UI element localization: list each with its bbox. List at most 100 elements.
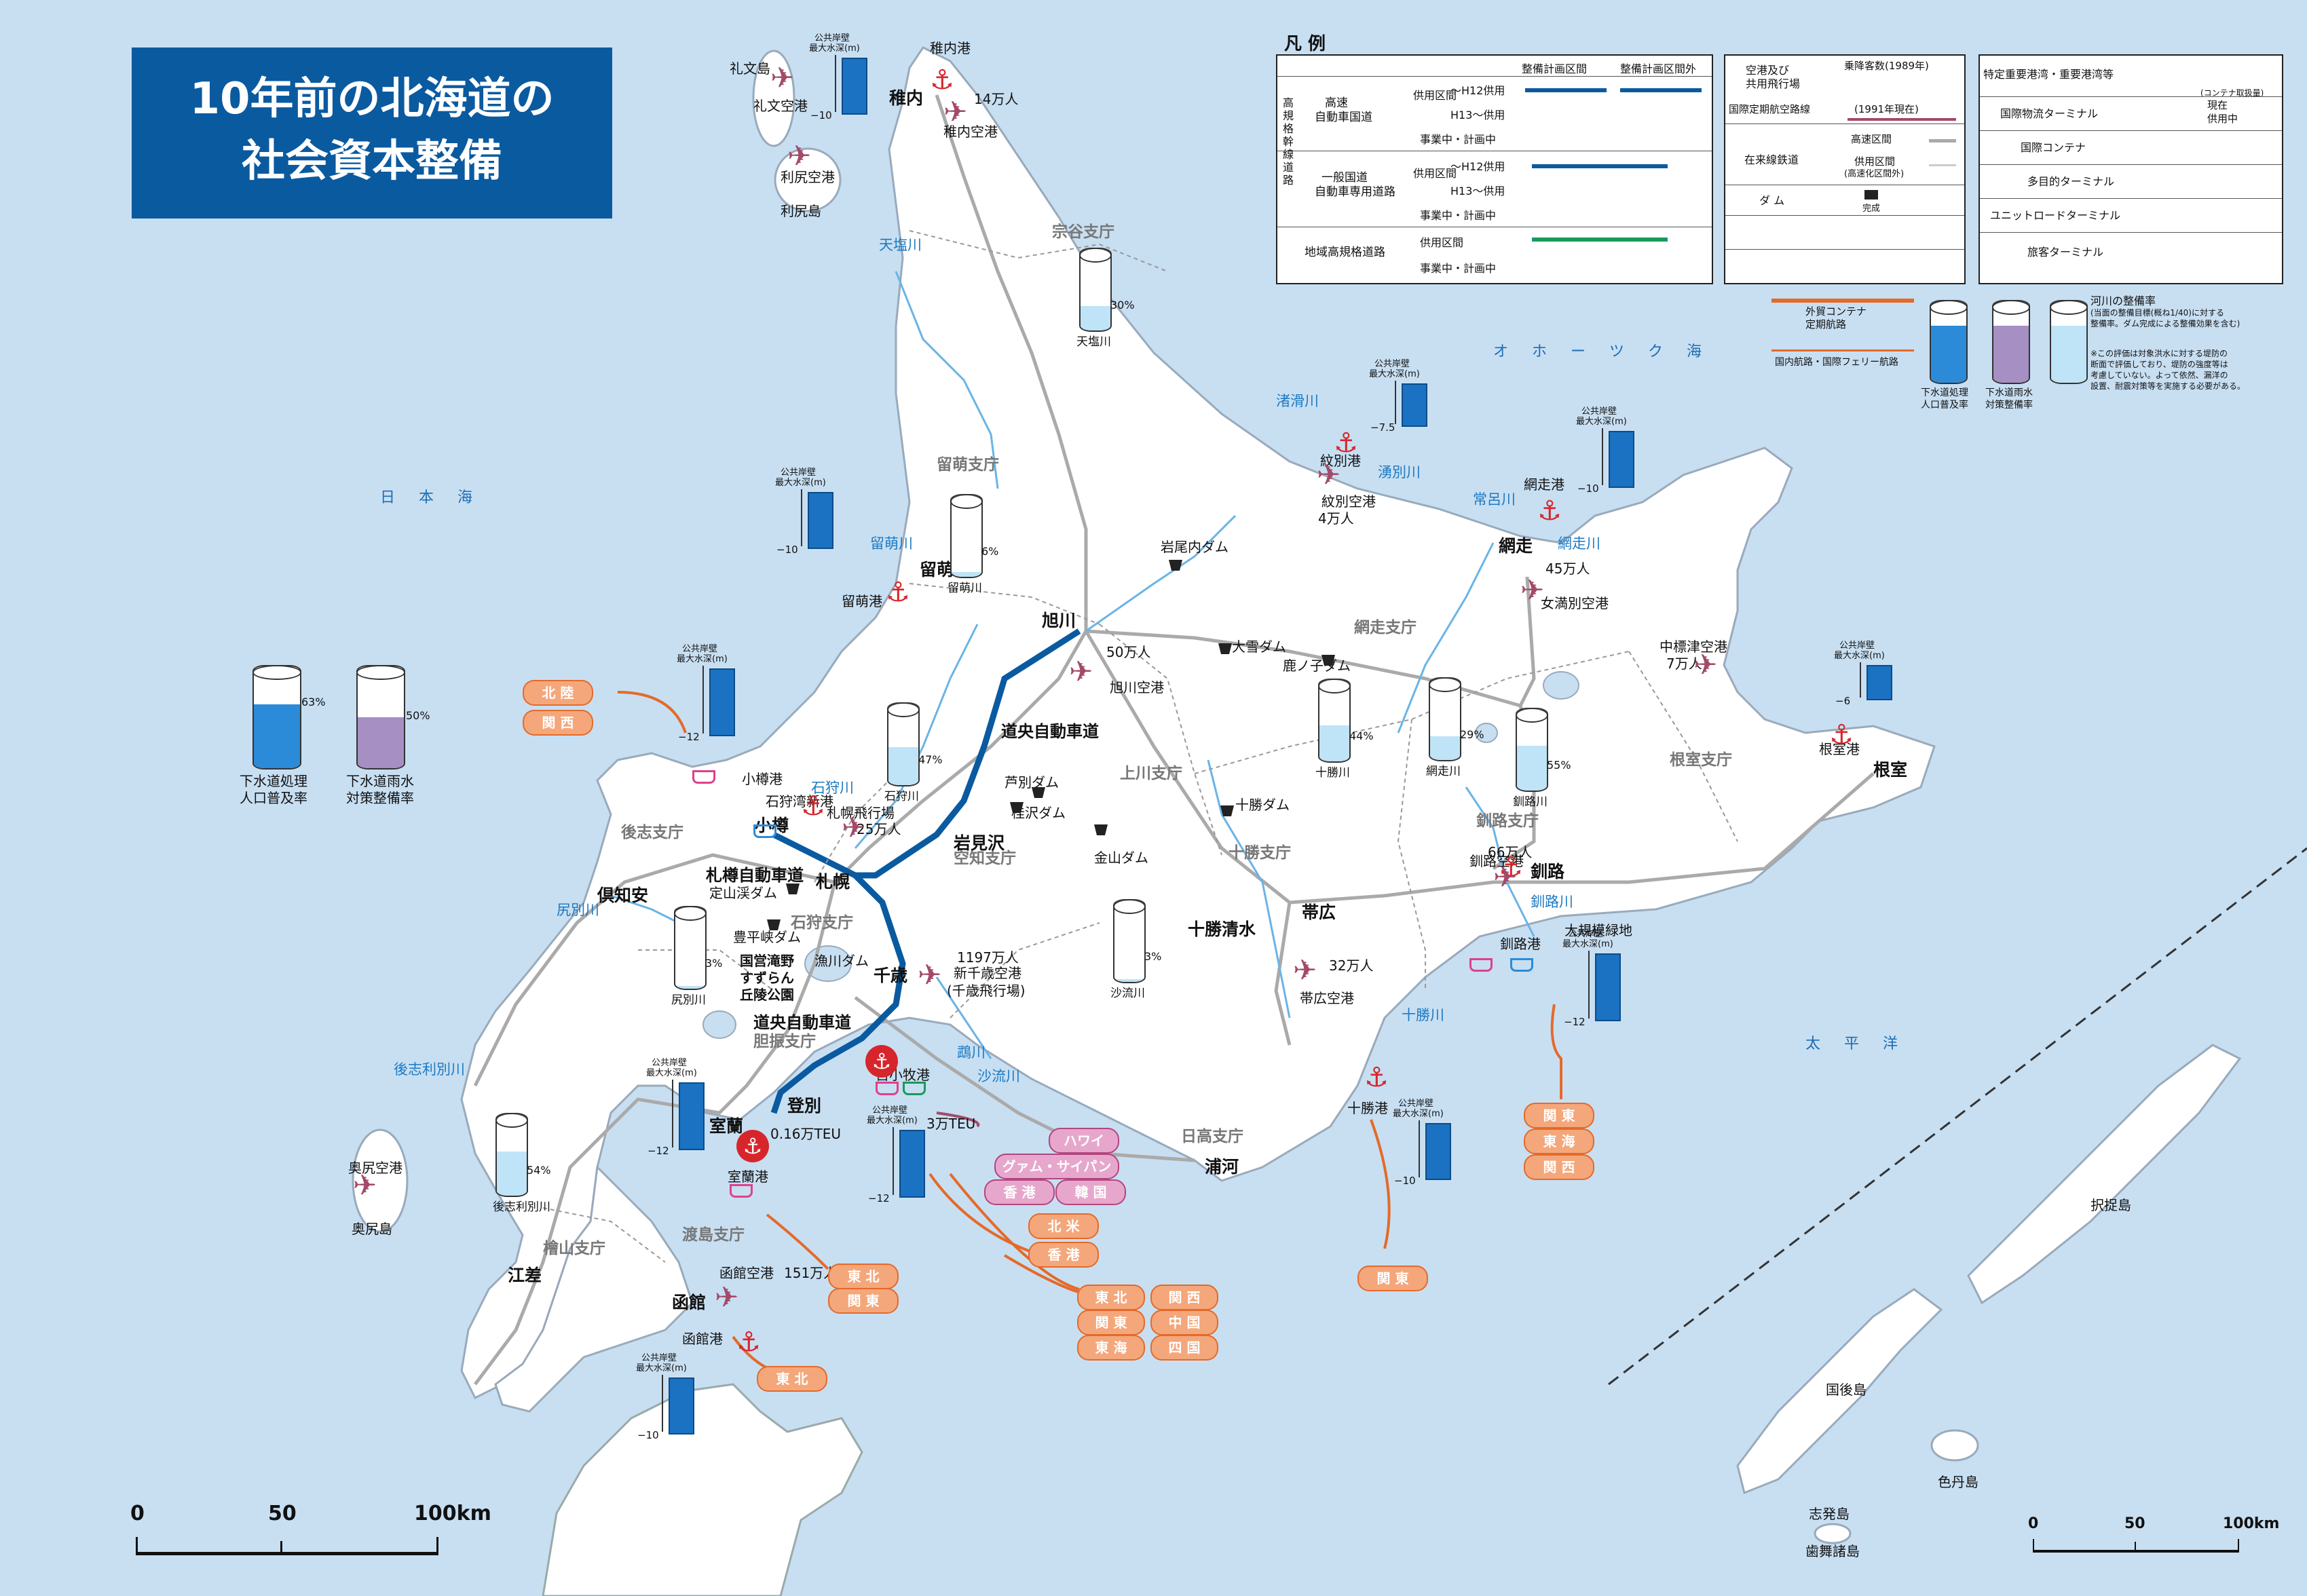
depth-chart-label: 公共岸壁: [1839, 641, 1875, 651]
honshu-landmass: [542, 1383, 863, 1596]
airport-wakkanai: 稚内空港: [943, 124, 998, 140]
airport-nakashibetsu: 中標津空港: [1659, 639, 1727, 655]
depth-chart-value: −12: [1564, 1016, 1586, 1028]
depth-chart-bar: [679, 1082, 705, 1150]
shikotan-island: [1930, 1429, 1979, 1462]
scale-right-max: 100km: [2223, 1515, 2280, 1532]
legend-dam-done: 完成: [1862, 204, 1881, 214]
depth-chart-bar: [1595, 953, 1621, 1021]
anchor-icon: ⚓: [1364, 1062, 1389, 1093]
legend-inuse-2: 供用区間: [1413, 167, 1457, 180]
legend-airport-1: 空港及び: [1746, 64, 1790, 77]
airplane-icon: ✈: [1520, 573, 1545, 607]
legend-heading: 凡 例: [1284, 34, 1326, 54]
map-title-line2: 社会資本整備: [242, 136, 502, 187]
legend-h12-2: 〜H12供用: [1450, 160, 1505, 173]
legend-col2: 整備計画区間外: [1620, 62, 1697, 75]
route-tokai-2: 東 海: [1524, 1128, 1594, 1154]
airport-monbetsu-pax: 4万人: [1318, 510, 1354, 527]
legend-port-row-3: 多目的ターミナル: [2027, 175, 2115, 188]
island-rebun: 礼文島: [730, 60, 770, 77]
river-gauge-pct: 55%: [1547, 759, 1571, 772]
route-tohoku-1: 東 北: [828, 1264, 899, 1289]
road-sasshoku: 札樽自動車道: [706, 866, 804, 885]
depth-chart-value: −12: [678, 731, 700, 743]
depth-chart-value: −12: [868, 1192, 890, 1204]
lake-kussharo: [1543, 671, 1579, 700]
hokkaido-landmass: [460, 46, 1936, 1400]
port-otaru: 小樽港: [742, 771, 783, 787]
river-gauge: [1079, 248, 1112, 332]
legend-roads: 凡 例 整備計画区間 整備計画区間外 高規格幹線道路 高速 自動車国道 供用区間…: [1276, 34, 1713, 284]
lake-akan: [1475, 723, 1498, 743]
depth-chart-bar: [709, 668, 735, 736]
legend-intl-air-year: (1991年現在): [1854, 103, 1919, 115]
river-gauge-name: 石狩川: [884, 790, 919, 803]
airplane-icon: ✈: [1069, 655, 1093, 688]
scale-left-mid: 50: [268, 1502, 297, 1525]
legend-port-row-5: 旅客ターミナル: [2027, 246, 2104, 259]
legend-transport: 空港及び 共用飛行場 乗降客数(1989年) 国際定期航空路線 (1991年現在…: [1724, 54, 1966, 284]
route-hongkong-2: 香 港: [1028, 1242, 1099, 1268]
route-kansai-2: 関 西: [1150, 1285, 1218, 1310]
route-kanto-2: 関 東: [1077, 1310, 1145, 1335]
river-abashiri: 網走川: [1558, 535, 1600, 552]
river-gauge: [950, 494, 983, 578]
sea-label-japan: 日 本 海: [380, 489, 482, 506]
district-kamikawa: 上川支庁: [1120, 765, 1182, 782]
depth-chart-value: −7.5: [1370, 421, 1395, 434]
port-abashiri: 網走港: [1524, 476, 1564, 493]
dam-icon: [1220, 805, 1234, 816]
route-chugoku: 中 国: [1150, 1310, 1218, 1335]
ship-terminal-icon: [753, 824, 776, 838]
legend-dam: ダ ム: [1759, 194, 1785, 207]
river-gauge: [1318, 679, 1351, 763]
river-gauge-fill: [497, 1152, 527, 1196]
route-kanto-1: 関 東: [828, 1288, 899, 1314]
map-title: 10年前の北海道の 社会資本整備: [132, 48, 612, 218]
dam-kanonoko: 鹿ノ子ダム: [1283, 658, 1351, 674]
district-boundaries: [542, 230, 1738, 1263]
dam-icon: [1321, 655, 1335, 666]
airplane-icon: ✈: [715, 1280, 739, 1314]
route-tohoku-3: 東 北: [1077, 1285, 1145, 1310]
city-iwamizawa: 岩見沢: [954, 833, 1005, 853]
airport-rishiri: 利尻空港: [781, 169, 835, 185]
sewer-rainwater-label-2: 対策整備率: [346, 790, 414, 806]
river-tokoro: 常呂川: [1473, 491, 1516, 508]
river-gauge-name: 沙流川: [1110, 987, 1145, 1000]
legend-expressway-1: 高速: [1325, 96, 1348, 110]
airport-nakashibetsu-pax: 7万人: [1666, 656, 1702, 672]
kunashiri-island: [1736, 1288, 1943, 1495]
container-port-icon: ⚓: [736, 1130, 769, 1162]
anchor-icon: ⚓: [1499, 852, 1523, 883]
airport-okushiri: 奥尻空港: [348, 1160, 402, 1176]
island-rishiri: 利尻島: [781, 203, 821, 219]
district-tokachi: 十勝支庁: [1228, 844, 1291, 862]
airplane-icon: ✈: [353, 1168, 377, 1202]
depth-chart-value: −10: [1577, 482, 1599, 495]
river-gauge-fill: [1081, 306, 1110, 330]
city-abashiri: 網走: [1499, 536, 1533, 556]
city-urakawa: 浦河: [1205, 1157, 1239, 1177]
depth-chart-label: 公共岸壁: [781, 468, 817, 478]
river-gauge: [674, 906, 707, 990]
city-esashi: 江差: [508, 1266, 542, 1285]
dam-icon: [786, 884, 800, 894]
scale-right-zero: 0: [2028, 1515, 2039, 1532]
depth-chart-label: 公共岸壁: [652, 1058, 688, 1068]
legend-river-rate: 河川の整備率: [2090, 294, 2156, 307]
dam-hoheikyo: 豊平峡ダム: [733, 929, 801, 945]
port-tokachi: 十勝港: [1347, 1100, 1388, 1116]
park-takino-3: 丘陵公園: [740, 987, 794, 1003]
depth-chart-label: 最大水深(m): [646, 1068, 697, 1078]
legend-intl-air: 国際定期航空路線: [1729, 103, 1811, 115]
territory-boundary: [1608, 847, 2307, 1386]
legend-foreign-container-line: [1771, 299, 1914, 303]
city-noboribetsu: 登別: [787, 1096, 822, 1116]
expressways: [770, 628, 1081, 1114]
legend-vertical: 高規格幹線道路: [1283, 96, 1294, 187]
dam-iwaonai: 岩尾内ダム: [1161, 539, 1228, 555]
legend-construction-2: 事業中・計画中: [1420, 209, 1497, 222]
airport-memanbetsu: 女満別空港: [1541, 595, 1609, 611]
